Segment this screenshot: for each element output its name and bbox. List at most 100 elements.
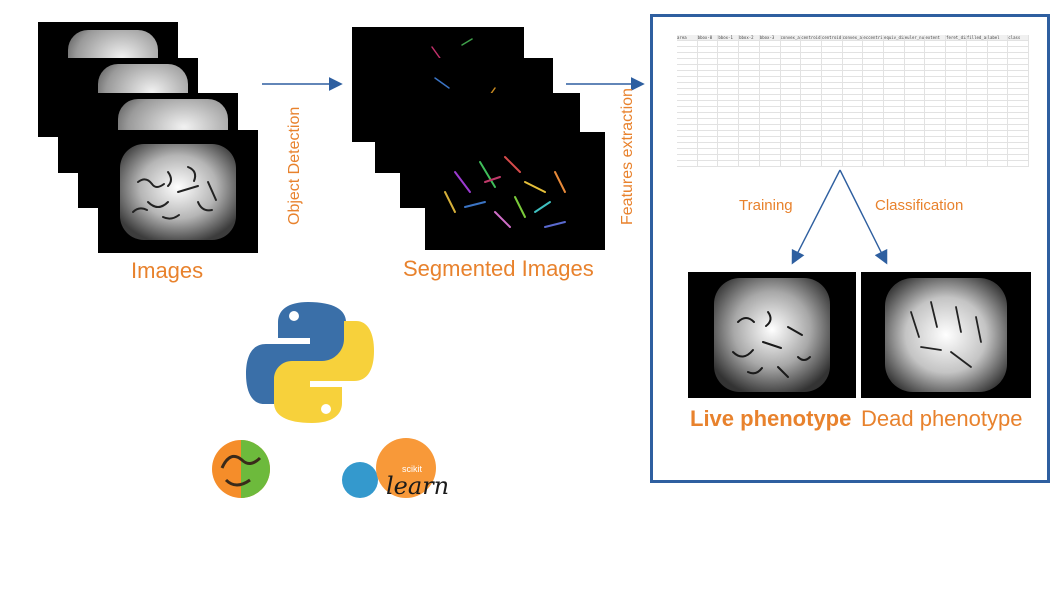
spreadsheet-cell: [925, 119, 947, 125]
spreadsheet-cell: [801, 113, 822, 119]
spreadsheet-cell: [801, 143, 822, 149]
spreadsheet-cell: [842, 53, 864, 59]
spreadsheet-cell: [697, 83, 719, 89]
spreadsheet-cell: [759, 143, 781, 149]
spreadsheet-cell: [697, 41, 719, 47]
spreadsheet-cell: [801, 107, 822, 113]
spreadsheet-cell: [801, 137, 822, 143]
spreadsheet-cell: [842, 113, 864, 119]
spreadsheet-cell: [925, 65, 947, 71]
spreadsheet-cell: [677, 47, 698, 53]
spreadsheet-cell: [718, 143, 740, 149]
spreadsheet-cell: [739, 65, 760, 71]
spreadsheet-cell: [780, 149, 802, 155]
spreadsheet-cell: [718, 95, 740, 101]
spreadsheet-cell: [718, 101, 740, 107]
spreadsheet-cell: [884, 137, 905, 143]
spreadsheet-cell: [759, 65, 781, 71]
spreadsheet-cell: [821, 149, 843, 155]
spreadsheet-cell: [946, 83, 967, 89]
spreadsheet-header-cell: area: [677, 35, 698, 41]
dead-phenotype-image: [861, 272, 1031, 398]
spreadsheet-cell: [801, 83, 822, 89]
spreadsheet-cell: [718, 89, 740, 95]
spreadsheet-cell: [801, 125, 822, 131]
spreadsheet-cell: [946, 131, 967, 137]
spreadsheet-cell: [739, 125, 760, 131]
spreadsheet-cell: [842, 77, 864, 83]
spreadsheet-cell: [718, 53, 740, 59]
spreadsheet-cell: [863, 149, 885, 155]
spreadsheet-cell: [884, 131, 905, 137]
spreadsheet-cell: [904, 83, 926, 89]
spreadsheet-cell: [677, 155, 698, 161]
spreadsheet-cell: [759, 149, 781, 155]
spreadsheet-cell: [987, 155, 1009, 161]
spreadsheet-cell: [739, 59, 760, 65]
spreadsheet-cell: [904, 53, 926, 59]
spreadsheet-cell: [884, 89, 905, 95]
scikit-image-logo: [212, 440, 270, 498]
spreadsheet-cell: [925, 149, 947, 155]
spreadsheet-cell: [780, 47, 802, 53]
spreadsheet-cell: [780, 119, 802, 125]
spreadsheet-cell: [697, 113, 719, 119]
spreadsheet-cell: [697, 77, 719, 83]
spreadsheet-cell: [759, 131, 781, 137]
spreadsheet-cell: [966, 149, 988, 155]
spreadsheet-cell: [884, 41, 905, 47]
spreadsheet-cell: [925, 41, 947, 47]
spreadsheet-cell: [925, 77, 947, 83]
images-label: Images: [131, 258, 204, 283]
spreadsheet-cell: [677, 59, 698, 65]
spreadsheet-cell: [925, 161, 947, 167]
spreadsheet-cell: [718, 125, 740, 131]
spreadsheet-cell: [987, 89, 1009, 95]
spreadsheet-cell: [863, 65, 885, 71]
spreadsheet-cell: [1008, 83, 1029, 89]
spreadsheet-cell: [759, 125, 781, 131]
spreadsheet-cell: [946, 119, 967, 125]
spreadsheet-row: [677, 143, 1029, 149]
spreadsheet-row: [677, 77, 1029, 83]
spreadsheet-cell: [842, 149, 864, 155]
spreadsheet-cell: [904, 95, 926, 101]
spreadsheet-cell: [946, 149, 967, 155]
spreadsheet-cell: [987, 65, 1009, 71]
spreadsheet-cell: [925, 155, 947, 161]
spreadsheet-cell: [884, 65, 905, 71]
spreadsheet-row: [677, 161, 1029, 167]
spreadsheet-cell: [780, 77, 802, 83]
spreadsheet-cell: [801, 41, 822, 47]
spreadsheet-cell: [946, 41, 967, 47]
spreadsheet-cell: [780, 59, 802, 65]
spreadsheet-cell: [718, 161, 740, 167]
spreadsheet-cell: [904, 65, 926, 71]
spreadsheet-cell: [884, 53, 905, 59]
spreadsheet-cell: [946, 161, 967, 167]
sklearn-big-text: learn: [386, 472, 449, 500]
spreadsheet-cell: [884, 77, 905, 83]
spreadsheet-cell: [946, 125, 967, 131]
spreadsheet-cell: [884, 125, 905, 131]
spreadsheet-cell: [821, 137, 843, 143]
spreadsheet-row: [677, 89, 1029, 95]
arrow-training: [791, 169, 841, 265]
spreadsheet-cell: [863, 89, 885, 95]
spreadsheet-cell: [677, 53, 698, 59]
spreadsheet-cell: [739, 77, 760, 83]
spreadsheet-cell: [863, 71, 885, 77]
spreadsheet-cell: [904, 131, 926, 137]
spreadsheet-cell: [821, 41, 843, 47]
spreadsheet-cell: [739, 137, 760, 143]
spreadsheet-cell: [946, 53, 967, 59]
spreadsheet-cell: [863, 143, 885, 149]
spreadsheet-cell: [904, 47, 926, 53]
spreadsheet-cell: [966, 101, 988, 107]
spreadsheet-cell: [904, 137, 926, 143]
spreadsheet-cell: [925, 107, 947, 113]
spreadsheet-cell: [780, 65, 802, 71]
spreadsheet-row: [677, 131, 1029, 137]
spreadsheet-cell: [946, 155, 967, 161]
spreadsheet-cell: [780, 155, 802, 161]
